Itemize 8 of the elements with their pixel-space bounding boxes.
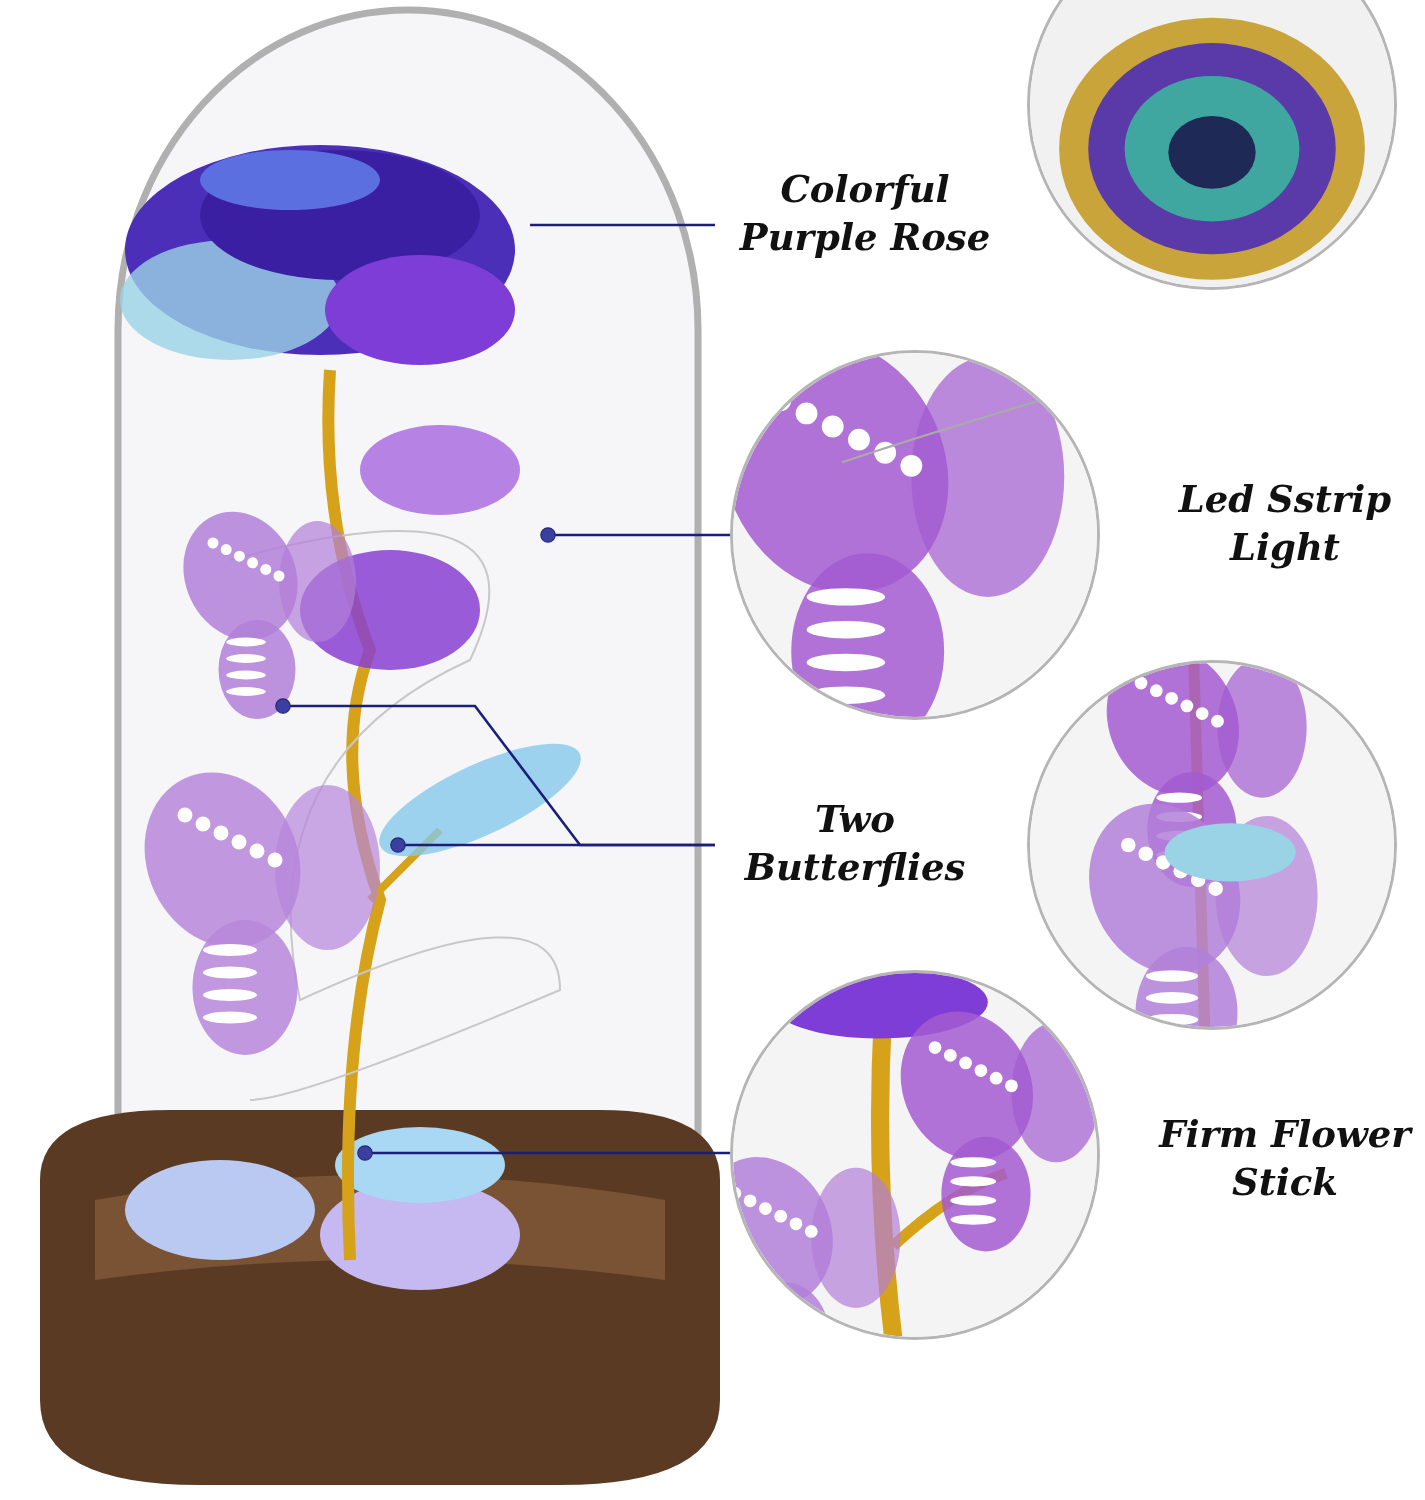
callout-label: Colorful Purple Rose [738,166,992,261]
callout-label: Led Sstrip Light [1177,476,1393,571]
leader-line [540,527,730,543]
leader-line [357,1145,730,1161]
leader-line [390,837,715,853]
callout-label: Two Butterflies [743,796,967,891]
callout-label: Firm Flower Stick [1157,1111,1414,1206]
leader-line [530,223,715,227]
